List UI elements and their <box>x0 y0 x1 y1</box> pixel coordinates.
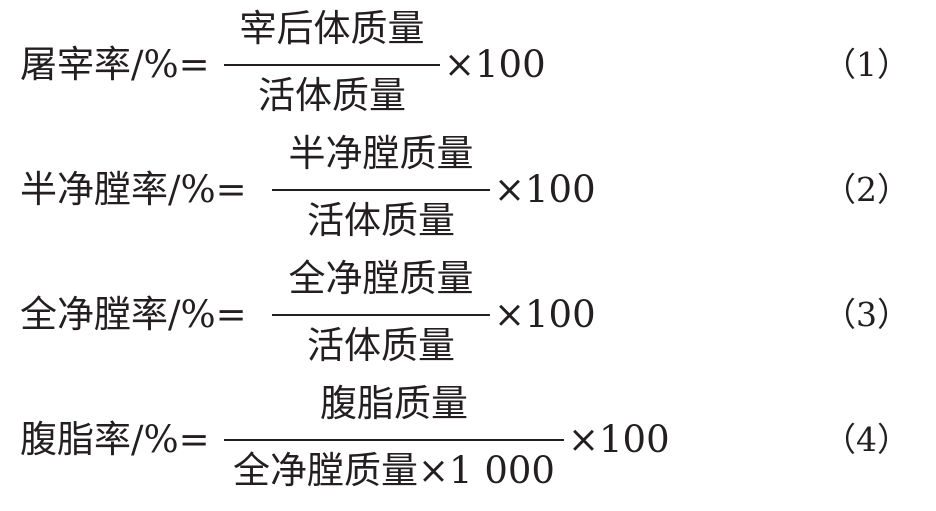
equation-1-fraction-bar <box>224 64 440 66</box>
equation-4-fraction-bar <box>224 439 564 441</box>
equation-1-denominator: 活体质量 <box>258 74 406 117</box>
equation-2-number: （2） <box>823 170 910 209</box>
equation-3-number: （3） <box>823 295 910 334</box>
equation-3-fraction: 全净膛质量 活体质量 <box>272 252 490 372</box>
equation-3-denominator: 活体质量 <box>307 324 455 367</box>
equation-4: 腹脂率/%= 腹脂质量 全净膛质量×1 000 ×100 （4） <box>20 377 920 497</box>
equation-3: 全净膛率/%= 全净膛质量 活体质量 ×100 （3） <box>20 252 920 372</box>
equation-2: 半净膛率/%= 半净膛质量 活体质量 ×100 （2） <box>20 127 920 247</box>
equation-3-numerator: 全净膛质量 <box>288 257 474 300</box>
equation-4-fraction: 腹脂质量 全净膛质量×1 000 <box>224 377 564 497</box>
equation-2-lhs: 半净膛率/%= <box>20 168 247 211</box>
equation-1: 屠宰率/%= 宰后体质量 活体质量 ×100 （1） <box>20 2 920 122</box>
equation-2-denominator: 活体质量 <box>307 199 455 242</box>
equation-2-multiplier: ×100 <box>494 168 596 211</box>
equation-1-fraction: 宰后体质量 活体质量 <box>224 2 440 122</box>
equation-1-multiplier: ×100 <box>444 43 546 86</box>
equation-2-numerator: 半净膛质量 <box>288 132 474 175</box>
equation-1-numerator: 宰后体质量 <box>239 7 425 50</box>
equation-4-number: （4） <box>823 420 910 459</box>
equation-2-fraction-bar <box>272 189 490 191</box>
equation-4-denominator: 全净膛质量×1 000 <box>233 449 555 492</box>
equation-3-fraction-bar <box>272 314 490 316</box>
equation-1-number: （1） <box>823 45 910 84</box>
equation-4-lhs: 腹脂率/%= <box>20 418 210 461</box>
equation-3-lhs: 全净膛率/%= <box>20 293 247 336</box>
equation-4-numerator: 腹脂质量 <box>320 382 468 425</box>
equation-4-multiplier: ×100 <box>568 418 670 461</box>
equation-3-multiplier: ×100 <box>494 293 596 336</box>
equation-1-lhs: 屠宰率/%= <box>20 43 210 86</box>
equation-2-fraction: 半净膛质量 活体质量 <box>272 127 490 247</box>
